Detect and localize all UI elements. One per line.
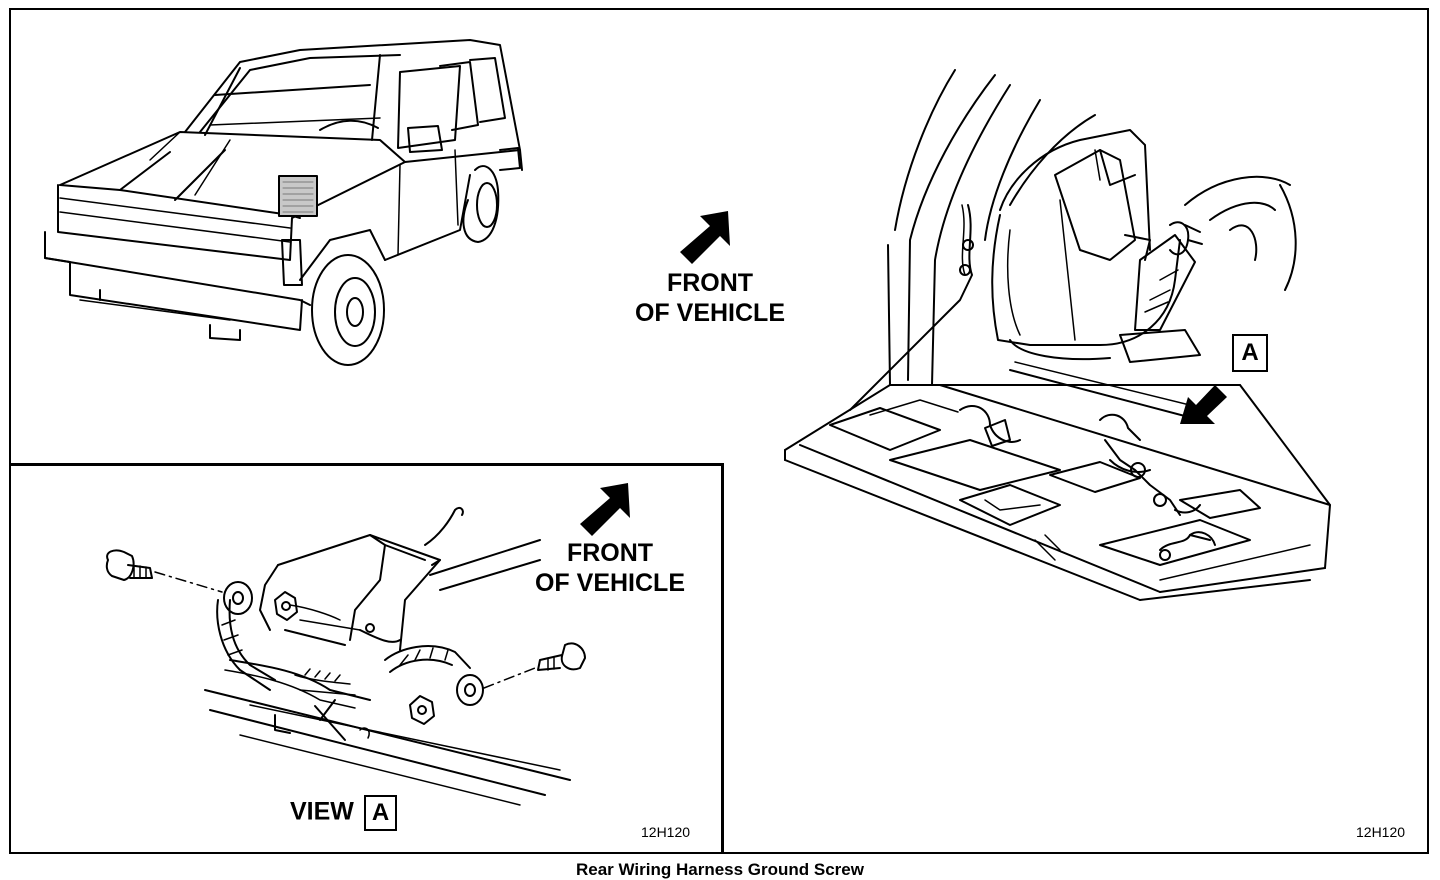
- callout-arrow: [1180, 385, 1227, 424]
- view-a-label: VIEW A: [290, 795, 398, 831]
- callout-a: A: [1232, 334, 1268, 372]
- view-a-illustration: [105, 506, 586, 806]
- front-label-line2: OF VEHICLE: [634, 299, 785, 327]
- front-label-line1: FRONT: [666, 269, 754, 297]
- figure-code-view-a: 12H120: [641, 824, 691, 840]
- figure-caption: Rear Wiring Harness Ground Screw: [576, 860, 864, 879]
- view-callout-box: A: [363, 795, 398, 831]
- view-label-text: VIEW: [290, 797, 354, 826]
- front-of-vehicle-label-view-a: FRONT OF VEHICLE: [520, 538, 700, 598]
- vehicle-illustration: [44, 39, 523, 366]
- cargo-area-illustration: [784, 69, 1331, 601]
- front-arrow-overview: [680, 211, 730, 264]
- front-label-line1: FRONT: [566, 539, 654, 567]
- front-arrow-view-a: [580, 483, 630, 536]
- front-label-line2: OF VEHICLE: [534, 569, 685, 597]
- front-of-vehicle-label-overview: FRONT OF VEHICLE: [620, 268, 800, 328]
- view-a-inset-frame: [9, 463, 724, 854]
- diagram-frame: [9, 8, 1429, 854]
- location-marker: [278, 175, 318, 217]
- figure-code-overview: 12H120: [1356, 824, 1406, 840]
